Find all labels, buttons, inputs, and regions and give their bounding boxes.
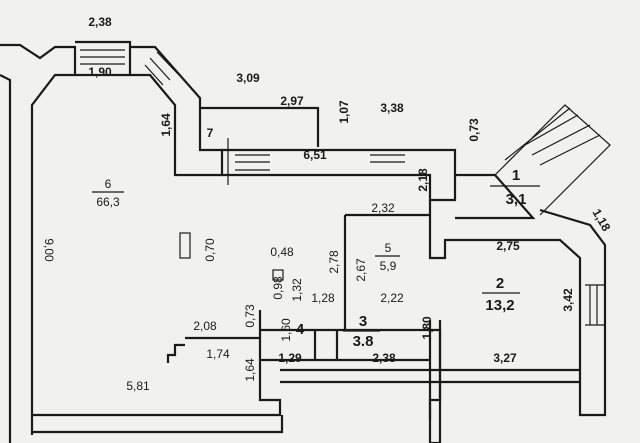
stairs-and-windows bbox=[80, 49, 611, 326]
dimension: 5,81 bbox=[126, 379, 150, 393]
dimension: 0,48 bbox=[270, 245, 294, 259]
dimension: 2,67 bbox=[354, 258, 368, 282]
dimension: 3,09 bbox=[236, 71, 260, 85]
dimension: 2,38 bbox=[88, 15, 112, 29]
dimension: 1,74 bbox=[206, 347, 230, 361]
dimension: 0,98 bbox=[271, 276, 285, 300]
dimension: 6,51 bbox=[303, 148, 327, 162]
room-number: 4 bbox=[296, 321, 305, 338]
room-number: 1 bbox=[512, 167, 520, 184]
dimension: 2,22 bbox=[380, 291, 404, 305]
dimension: 1,64 bbox=[243, 358, 257, 382]
dimension: 2,75 bbox=[496, 239, 520, 253]
room-area: 66,3 bbox=[96, 195, 120, 209]
room-area: 5,9 bbox=[380, 259, 397, 273]
dimension: 0,73 bbox=[243, 304, 257, 328]
room-number: 2 bbox=[496, 275, 504, 292]
dimension: 3,27 bbox=[493, 351, 517, 365]
dimension-labels: 2,38 1,90 3,09 2,97 7 1,07 3,38 0,73 1,6… bbox=[42, 15, 614, 393]
dimension: 2,38 bbox=[372, 351, 396, 365]
room-labels: 1 3,1 2 13,2 3 3.8 4 5 5,9 6 66,3 bbox=[92, 167, 540, 350]
dimension: 2,32 bbox=[371, 201, 395, 215]
dimension: 1,07 bbox=[337, 100, 351, 124]
room-number: 5 bbox=[385, 241, 392, 255]
dimension: 7 bbox=[207, 126, 214, 140]
room-area: 3,1 bbox=[506, 191, 527, 208]
shaft bbox=[272, 269, 284, 281]
dimension: 1,60 bbox=[279, 318, 293, 342]
room-area: 13,2 bbox=[485, 297, 514, 314]
room-number: 6 bbox=[105, 177, 112, 191]
dimension: 1,80 bbox=[420, 316, 434, 340]
dimension: 1,32 bbox=[290, 278, 304, 302]
dimension: 1,64 bbox=[159, 113, 173, 137]
dimension: 3,38 bbox=[380, 101, 404, 115]
room-number: 3 bbox=[359, 313, 367, 330]
dimension: 0,73 bbox=[467, 118, 481, 142]
walls bbox=[0, 40, 607, 443]
room-area: 3.8 bbox=[353, 333, 374, 350]
column bbox=[179, 232, 191, 259]
dimension: 1,29 bbox=[278, 351, 302, 365]
dimension: 9,00 bbox=[42, 238, 56, 262]
dimension: 1,28 bbox=[311, 291, 335, 305]
dimension: 2,78 bbox=[327, 250, 341, 274]
dimension: 2,18 bbox=[416, 168, 430, 192]
dimension: 1,90 bbox=[88, 65, 112, 79]
dimension: 2,08 bbox=[193, 319, 217, 333]
dimension: 3,42 bbox=[561, 288, 575, 312]
dimension: 2,97 bbox=[280, 94, 304, 108]
dimension: 0,70 bbox=[203, 238, 217, 262]
